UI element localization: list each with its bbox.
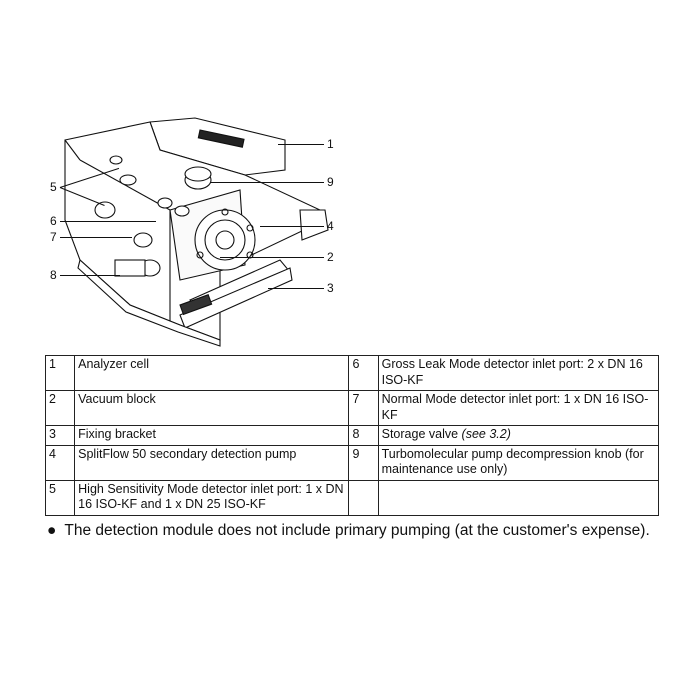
legend-row: 2 Vacuum block 7 Normal Mode detector in… [44, 390, 660, 426]
callout-line-9 [210, 182, 324, 183]
detection-module-illustration [40, 100, 360, 350]
legend-description: Gross Leak Mode detector inlet port: 2 x… [377, 355, 660, 391]
callout-5: 5 [50, 180, 57, 194]
legend-description: Storage valve (see 3.2) [377, 425, 660, 446]
callout-8: 8 [50, 268, 57, 282]
legend-row: 3 Fixing bracket 8 Storage valve (see 3.… [44, 425, 660, 446]
note-bullet-item: ● The detection module does not include p… [47, 522, 650, 540]
callout-line-2 [220, 257, 324, 258]
legend-number: 7 [348, 390, 379, 426]
legend-number: 9 [348, 444, 379, 481]
legend-description: High Sensitivity Mode detector inlet por… [74, 479, 350, 516]
legend-row: 1 Analyzer cell 6 Gross Leak Mode detect… [44, 355, 660, 391]
note-text: The detection module does not include pr… [64, 522, 650, 539]
legend-number: 6 [348, 355, 379, 391]
legend-description [377, 479, 660, 516]
callout-1: 1 [327, 137, 334, 151]
callout-7: 7 [50, 230, 57, 244]
legend-number [348, 479, 379, 516]
legend-number: 8 [348, 425, 379, 446]
callout-line-1 [278, 144, 324, 145]
legend-description: Turbomolecular pump decompression knob (… [377, 444, 660, 481]
legend-description: Analyzer cell [74, 355, 350, 391]
legend-number: 1 [44, 355, 76, 391]
legend-number: 4 [44, 444, 76, 481]
callout-line-7 [60, 237, 132, 238]
legend-description: Vacuum block [74, 390, 350, 426]
callout-2: 2 [327, 250, 334, 264]
legend-number: 2 [44, 390, 76, 426]
legend-row: 5 High Sensitivity Mode detector inlet p… [44, 479, 660, 516]
callout-4: 4 [327, 219, 334, 233]
legend-description: SplitFlow 50 secondary detection pump [74, 444, 350, 481]
legend-description: Normal Mode detector inlet port: 1 x DN … [377, 390, 660, 426]
legend-table: 1 Analyzer cell 6 Gross Leak Mode detect… [44, 355, 660, 516]
callout-3: 3 [327, 281, 334, 295]
legend-description: Fixing bracket [74, 425, 350, 446]
bullet-icon: ● [47, 522, 57, 539]
callout-line-8 [60, 275, 120, 276]
callout-line-3 [268, 288, 324, 289]
legend-row: 4 SplitFlow 50 secondary detection pump … [44, 444, 660, 481]
callout-line-6 [60, 221, 156, 222]
legend-number: 3 [44, 425, 76, 446]
legend-number: 5 [44, 479, 76, 516]
section-reference: (see 3.2) [461, 427, 511, 441]
callout-6: 6 [50, 214, 57, 228]
callout-9: 9 [327, 175, 334, 189]
callout-line-4 [260, 226, 324, 227]
